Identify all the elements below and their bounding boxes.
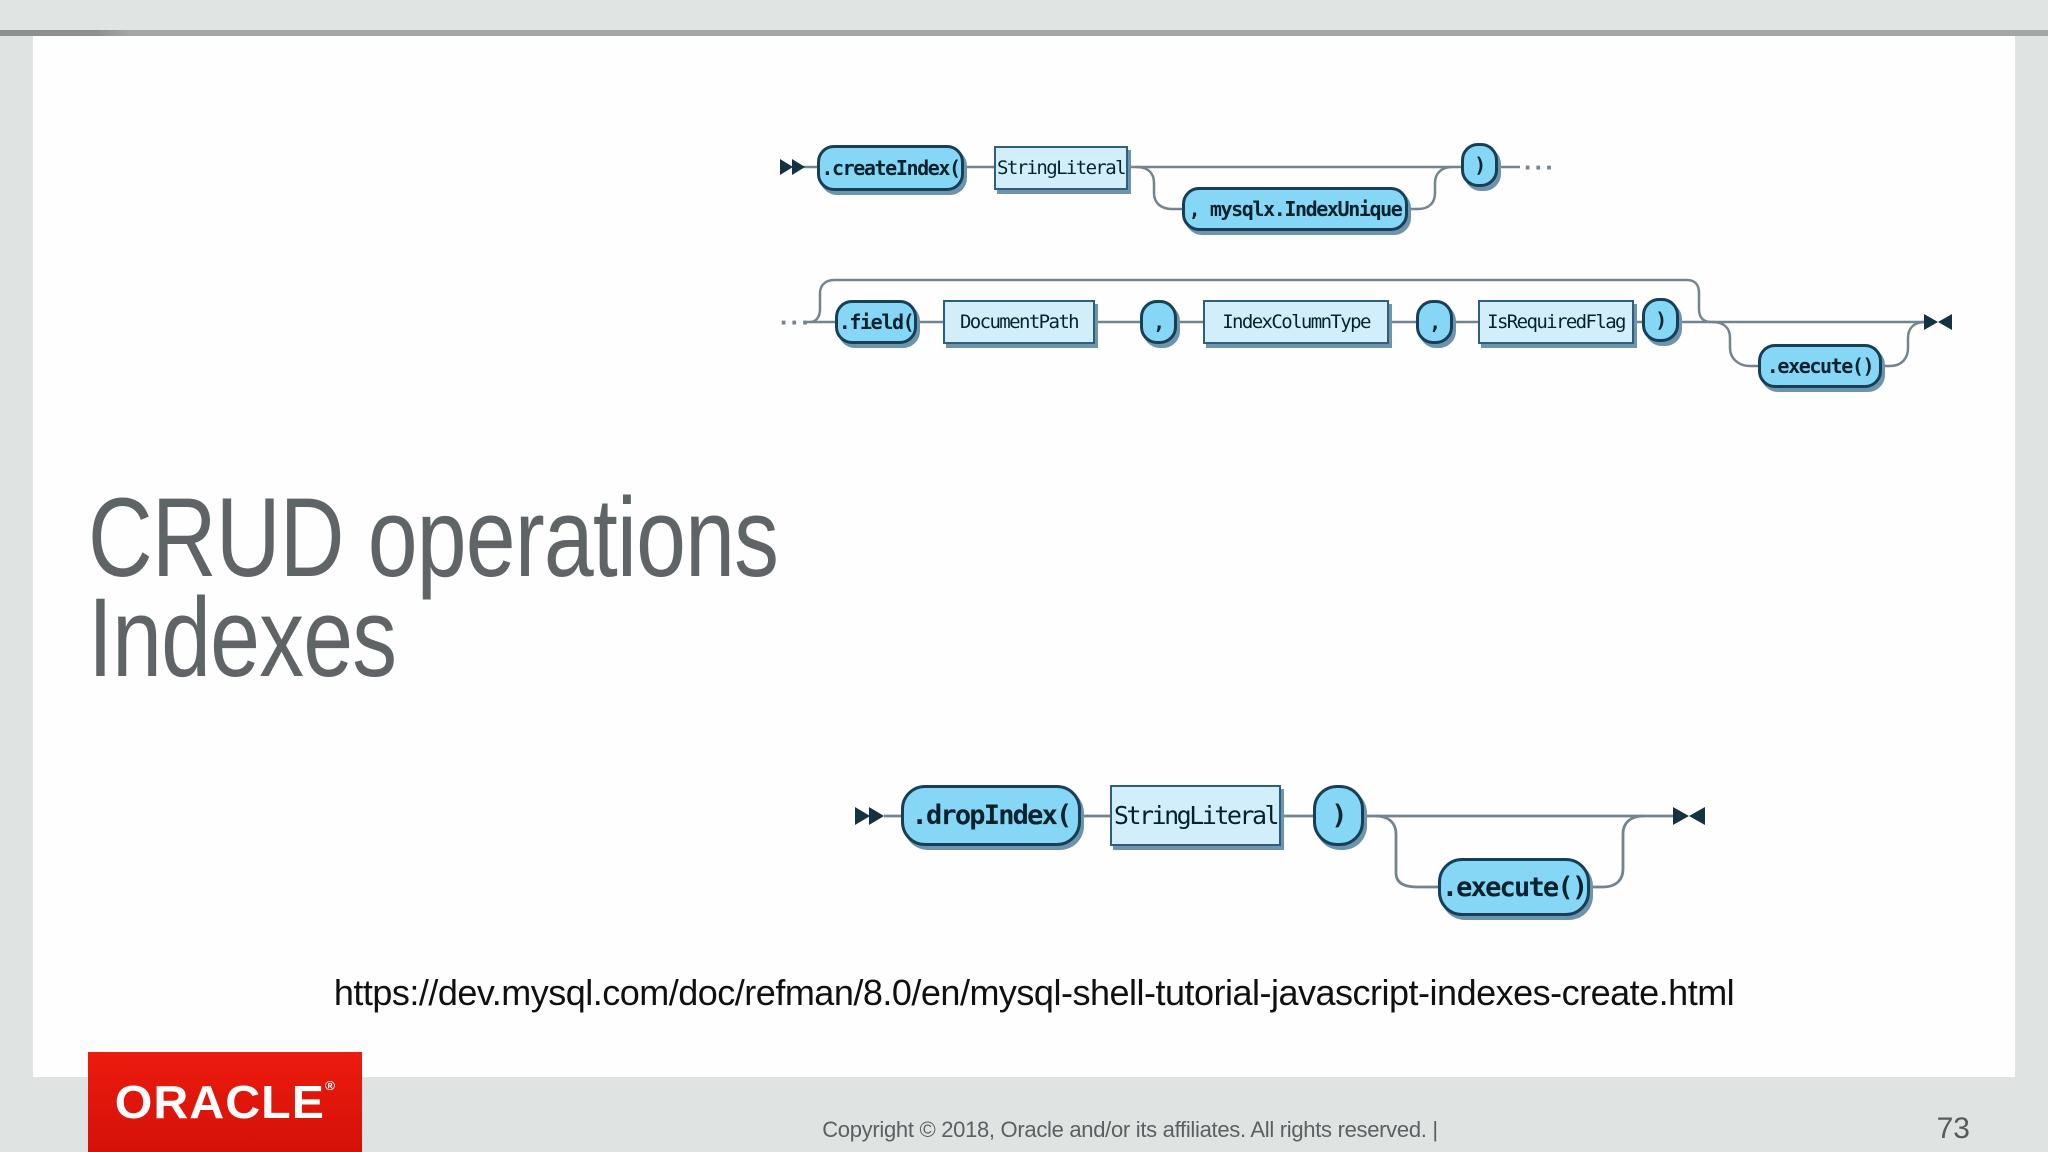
slide-title: CRUD operations Indexes <box>88 475 779 700</box>
end-arrow-icon <box>1673 807 1705 825</box>
railroad-diagram-field: ··· .field( DocumentPath , IndexColumnTy… <box>780 270 1970 405</box>
terminal-node-comma: , <box>1140 300 1177 344</box>
terminal-node-indexunique: , mysqlx.IndexUnique <box>1182 187 1408 231</box>
terminal-node-createindex: .createIndex( <box>817 145 964 191</box>
copyright-text: Copyright © 2018, Oracle and/or its affi… <box>822 1117 1438 1142</box>
start-arrow-icon <box>780 159 805 175</box>
slide-background <box>33 36 2015 1077</box>
oracle-logo: ORACLE® <box>88 1052 362 1152</box>
doc-url-text: https://dev.mysql.com/doc/refman/8.0/en/… <box>333 972 1735 1013</box>
page-number: 73 <box>1936 1112 1970 1145</box>
nonterminal-node-stringliteral: StringLiteral <box>994 146 1128 190</box>
terminal-node-close-paren: ) <box>1313 785 1364 846</box>
top-separator-line <box>0 30 2048 36</box>
oracle-logo-text: ORACLE <box>114 1076 325 1128</box>
nonterminal-node-indexcolumntype: IndexColumnType <box>1203 300 1389 344</box>
registered-mark: ® <box>324 1078 336 1093</box>
end-arrow-icon <box>1924 314 1952 330</box>
railroad-connectors <box>855 807 1705 889</box>
leading-dots: ··· <box>780 307 812 337</box>
slide-title-line1: CRUD operations <box>88 475 779 600</box>
slide-title-line2: Indexes <box>88 575 397 700</box>
terminal-node-execute: .execute() <box>1438 858 1590 916</box>
top-gray-band <box>0 0 2048 30</box>
terminal-node-close-paren: ) <box>1461 143 1498 187</box>
nonterminal-node-documentpath: DocumentPath <box>943 300 1095 344</box>
nonterminal-node-stringliteral: StringLiteral <box>1110 785 1281 846</box>
railroad-diagram-create-index: .createIndex( StringLiteral , mysqlx.Ind… <box>780 130 1554 250</box>
railroad-diagram-drop-index: .dropIndex( StringLiteral ) .execute() <box>855 770 1715 920</box>
terminal-node-field: .field( <box>835 300 917 344</box>
continuation-dots: ··· <box>1524 152 1556 182</box>
terminal-node-dropindex: .dropIndex( <box>901 785 1081 846</box>
terminal-node-comma: , <box>1416 300 1453 344</box>
railroad-connectors <box>780 159 1520 211</box>
start-arrow-icon <box>855 807 884 825</box>
nonterminal-node-isrequiredflag: IsRequiredFlag <box>1478 300 1634 344</box>
railroad-connectors <box>804 278 1952 368</box>
terminal-node-execute: .execute() <box>1758 344 1882 388</box>
terminal-node-close-paren: ) <box>1642 298 1679 342</box>
